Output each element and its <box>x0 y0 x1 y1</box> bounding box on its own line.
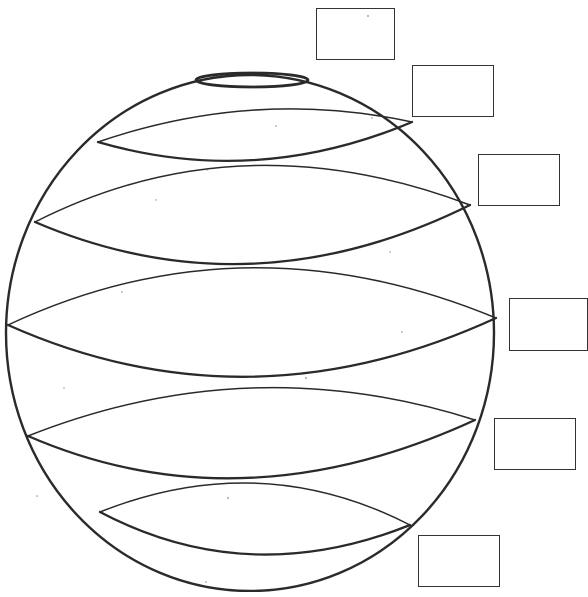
latitude-line-south-high <box>100 512 410 555</box>
latitude-line-south-mid <box>28 420 475 478</box>
globe-outline <box>6 75 494 591</box>
latitude-back-south-mid <box>28 388 475 436</box>
latitude-back-equator <box>8 268 496 325</box>
zone-label-box-3[interactable] <box>478 154 560 206</box>
latitude-line-north-mid <box>35 205 470 264</box>
latitude-line-equator <box>8 318 496 377</box>
scan-specks <box>36 15 403 583</box>
zone-label-box-5[interactable] <box>494 418 576 470</box>
zone-label-box-6[interactable] <box>418 535 500 587</box>
zone-label-box-4[interactable] <box>509 298 588 351</box>
zone-label-box-2[interactable] <box>412 65 494 117</box>
latitude-back-north-mid <box>35 165 470 222</box>
latitude-back-south-high <box>100 483 410 525</box>
latitude-back-north-high <box>98 109 412 142</box>
zone-label-box-1[interactable] <box>316 8 395 60</box>
